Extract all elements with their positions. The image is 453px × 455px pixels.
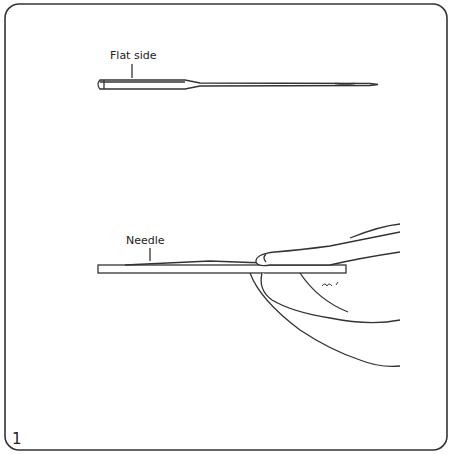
part-label: Needle [126,235,165,246]
needle-on-plate [98,224,400,366]
figure-number: 1 [12,432,22,447]
leader-line [149,248,150,261]
needle-side-view [98,64,378,89]
panel-border [5,4,447,450]
part-label: Flat side [110,50,156,61]
leader-line [131,64,132,78]
